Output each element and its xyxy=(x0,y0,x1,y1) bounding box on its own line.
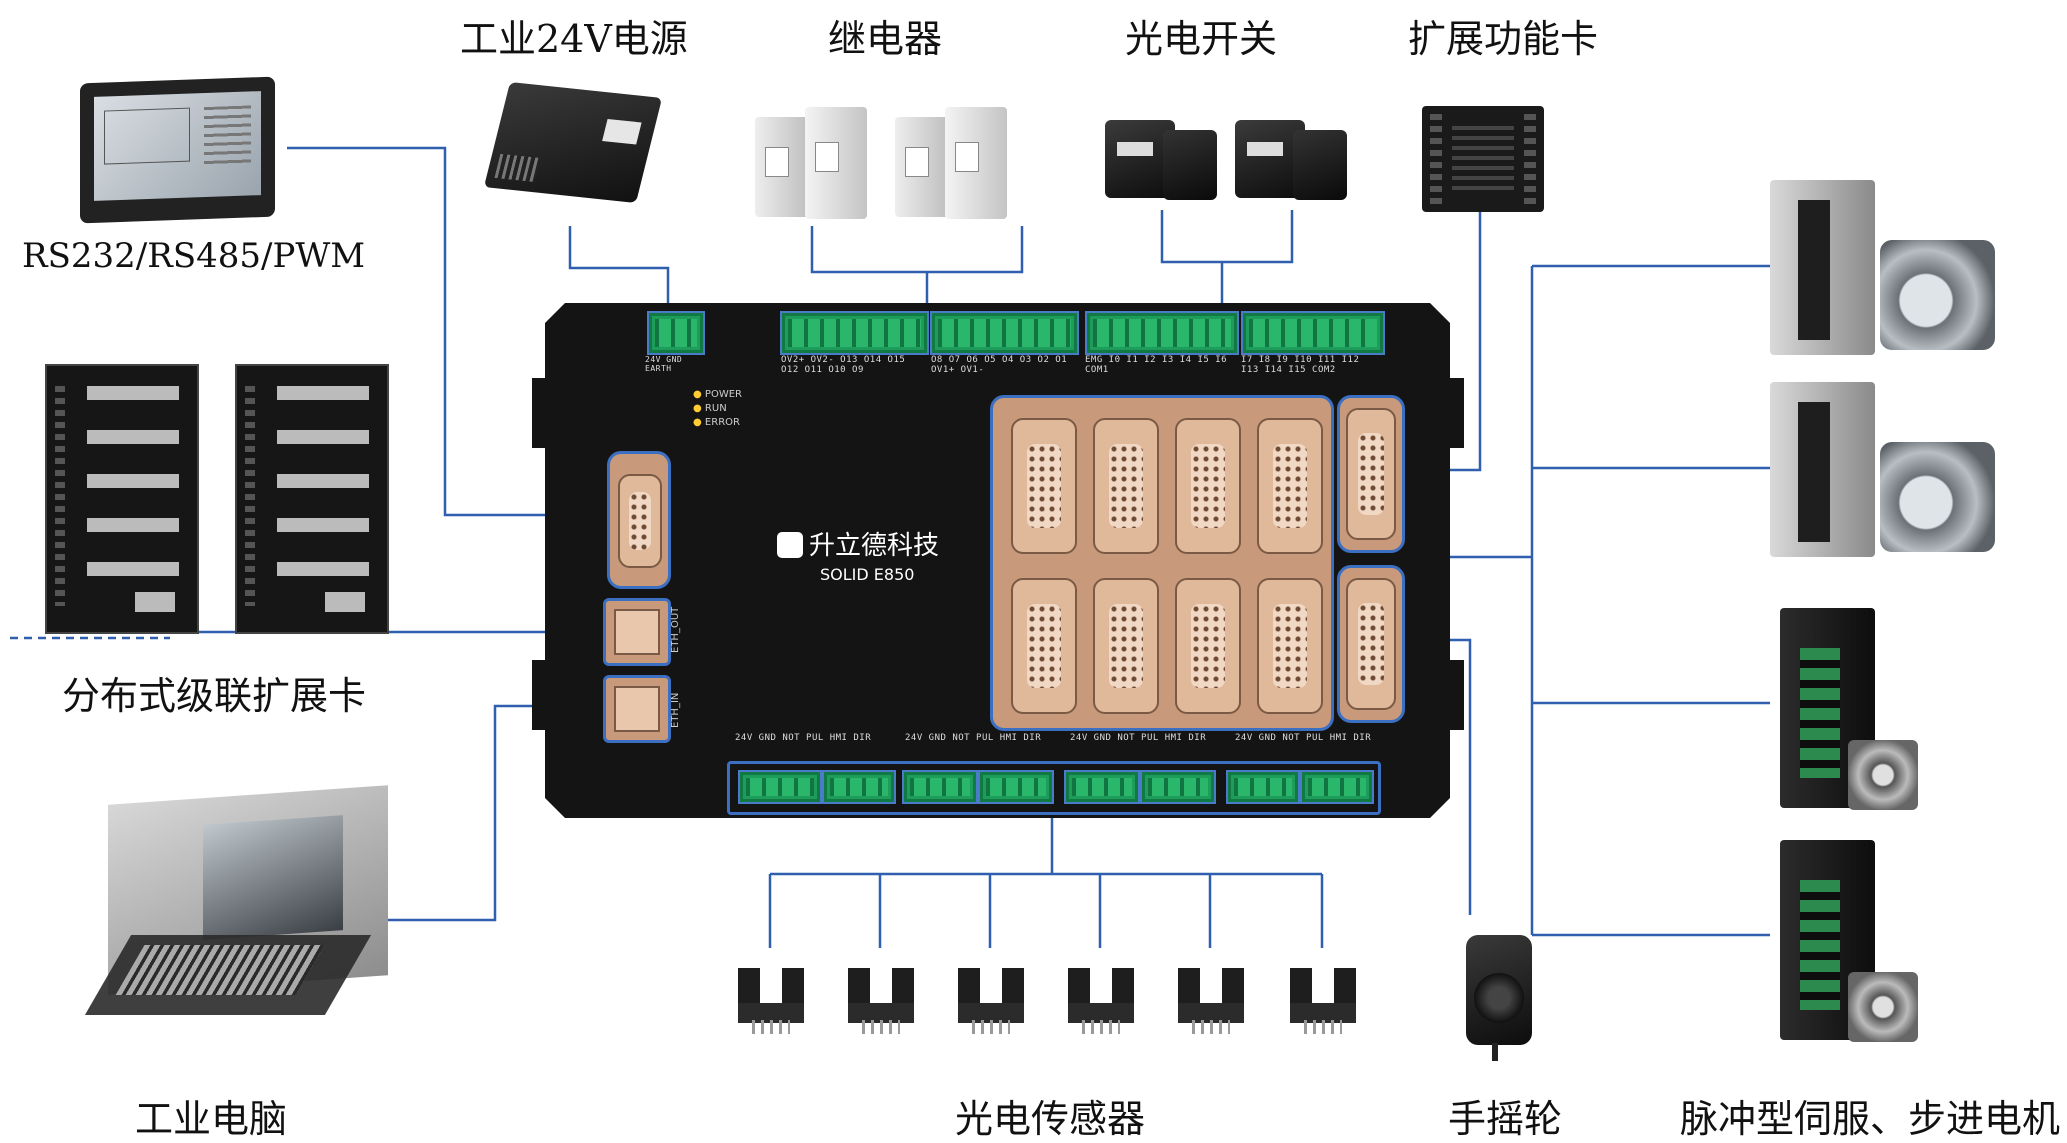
label-power: 工业24V电源 xyxy=(460,17,688,61)
axis-pin-labels-1: 24V GND NOT PUL HMI DIR xyxy=(735,733,872,743)
axis-terminal-1a xyxy=(738,770,822,804)
eth-in-label: ETH_IN xyxy=(670,692,681,728)
input-terminal-a xyxy=(1085,311,1239,355)
wire-photo-switch xyxy=(1160,210,1294,264)
photo-sensor-3 xyxy=(958,958,1024,1038)
connector-cn4 xyxy=(1175,578,1241,714)
axis-pin-labels-3: 24V GND NOT PUL HMI DIR xyxy=(1070,733,1207,743)
eth-out-port xyxy=(603,598,671,666)
connector-cn5 xyxy=(1093,418,1159,554)
led-run: ● RUN xyxy=(693,403,727,414)
photo-sensor-1 xyxy=(738,958,804,1038)
brand-logo: 升立德科技 xyxy=(777,525,939,562)
label-photo-sensor: 光电传感器 xyxy=(955,1097,1146,1141)
label-relay: 继电器 xyxy=(828,17,943,61)
axis-pin-labels-4: 24V GND NOT PUL HMI DIR xyxy=(1235,733,1372,743)
handwheel-connector xyxy=(1337,565,1405,723)
handwheel-dsub xyxy=(1346,578,1396,710)
connector-cn7 xyxy=(1011,418,1077,554)
brand-name: 升立德科技 xyxy=(809,531,940,561)
servo-motor-2 xyxy=(1770,372,2005,562)
connector-cn2 xyxy=(1257,578,1323,714)
photo-sensor-5 xyxy=(1178,958,1244,1038)
axis-terminal-2a xyxy=(902,770,978,804)
distributed-card-2 xyxy=(235,364,389,634)
expansion-connector xyxy=(1337,395,1405,553)
status-leds: ● POWER ● RUN ● ERROR xyxy=(693,388,742,430)
hmi-screen xyxy=(94,91,261,201)
connector-cn3 xyxy=(1175,418,1241,554)
input-pin-labels-a: EMG I0 I1 I2 I3 I4 I5 I6 COM1 xyxy=(1085,355,1228,375)
connector-cn6 xyxy=(1093,578,1159,714)
expansion-dsub xyxy=(1346,408,1396,540)
label-expansion-card: 扩展功能卡 xyxy=(1408,17,1599,61)
label-handwheel: 手摇轮 xyxy=(1448,1097,1563,1141)
stepper-motor-1 xyxy=(1780,608,1920,813)
wire-power xyxy=(568,226,670,315)
input-terminal-b xyxy=(1241,311,1385,355)
power-pin-labels: 24V GND EARTH xyxy=(645,355,683,373)
output-pin-labels-a: OV2+ OV2- O13 O14 O15 O12 O11 O10 O9 xyxy=(781,355,906,375)
controller-board: 24V GND EARTH OV2+ OV2- O13 O14 O15 O12 … xyxy=(545,303,1450,818)
photo-switch-2 xyxy=(1235,112,1347,207)
connector-cn1 xyxy=(1257,418,1323,554)
hmi-touchscreen xyxy=(80,76,275,224)
output-pin-labels-b: O8 O7 O6 O5 O4 O3 O2 O1 OV1+ OV1- xyxy=(931,355,1068,375)
output-terminal-b xyxy=(930,311,1079,355)
servo-motor-1 xyxy=(1770,170,2005,360)
axis-terminal-4a xyxy=(1226,770,1300,804)
relay-2 xyxy=(895,92,1013,222)
expansion-card xyxy=(1422,106,1544,212)
connector-cn8 xyxy=(1011,578,1077,714)
serial-port xyxy=(607,451,671,589)
serial-dsub-connector xyxy=(618,474,662,568)
axis-terminal-strip xyxy=(727,761,1381,815)
industrial-pc xyxy=(84,785,393,1045)
wire-relay xyxy=(810,226,1024,274)
eth-in-port xyxy=(603,675,671,743)
label-distributed-card: 分布式级联扩展卡 xyxy=(62,674,367,718)
label-industrial-pc: 工业电脑 xyxy=(135,1097,288,1141)
label-motors: 脉冲型伺服、步进电机 xyxy=(1680,1097,2061,1141)
handwheel xyxy=(1458,935,1540,1061)
model-name: SOLID E850 xyxy=(820,565,915,584)
label-photo-switch: 光电开关 xyxy=(1125,17,1278,61)
photo-sensor-6 xyxy=(1290,958,1356,1038)
photo-sensor-2 xyxy=(848,958,914,1038)
axis-terminal-1b xyxy=(822,770,896,804)
axis-terminal-3a xyxy=(1064,770,1140,804)
axis-pin-labels-2: 24V GND NOT PUL HMI DIR xyxy=(905,733,1042,743)
stepper-motor-2 xyxy=(1780,840,1920,1045)
photo-sensor-4 xyxy=(1068,958,1134,1038)
axis-terminal-2b xyxy=(978,770,1054,804)
distributed-card-1 xyxy=(45,364,199,634)
input-pin-labels-b: I7 I8 I9 I10 I11 I12 I13 I14 I15 COM2 xyxy=(1241,355,1360,375)
power-supply xyxy=(483,82,663,203)
led-error: ● ERROR xyxy=(693,417,740,428)
label-hmi-ports: RS232/RS485/PWM xyxy=(22,236,366,276)
output-terminal-a xyxy=(780,311,929,355)
axis-terminal-4b xyxy=(1300,770,1374,804)
eth-out-label: ETH_OUT xyxy=(670,606,681,653)
axis-connector-panel xyxy=(990,395,1334,731)
axis-terminal-3b xyxy=(1140,770,1216,804)
relay-1 xyxy=(755,92,873,222)
brand-mark-icon xyxy=(777,532,803,558)
led-power: ● POWER xyxy=(693,389,742,400)
wire-hmi xyxy=(287,146,610,517)
power-terminal xyxy=(647,311,705,355)
photo-switch-1 xyxy=(1105,112,1217,207)
